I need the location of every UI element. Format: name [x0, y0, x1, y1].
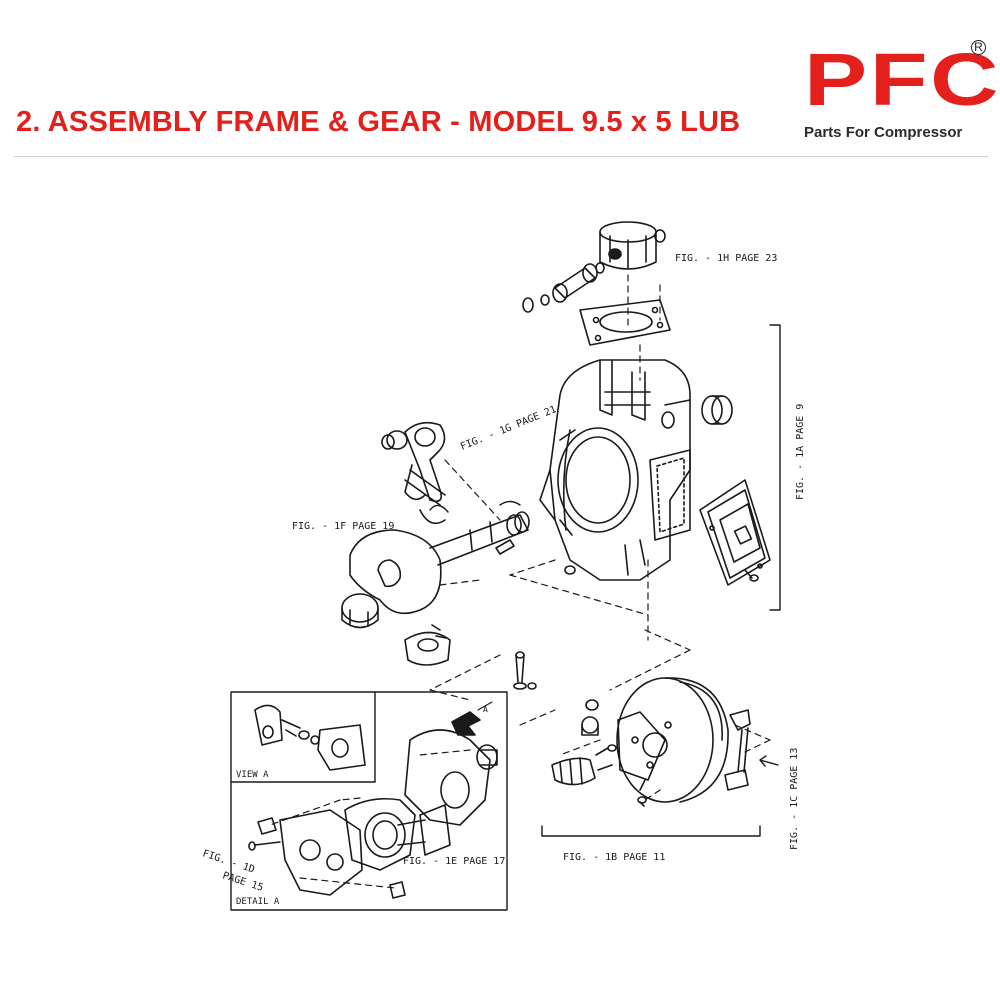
label-fig-1c: FIG. - 1C PAGE 13 [789, 748, 800, 850]
label-detail-a: DETAIL A [236, 897, 280, 907]
main-bearing-right [701, 395, 733, 425]
side-cover-plate [699, 479, 771, 586]
brand-logo: PFC R Parts For Compressor [796, 40, 999, 150]
label-fig-1a: FIG. - 1A PAGE 9 [795, 404, 806, 500]
logo-tagline: Parts For Compressor [804, 124, 963, 141]
page-title: 2. ASSEMBLY FRAME & GEAR - MODEL 9.5 x 5… [16, 106, 741, 138]
label-view-a: VIEW A [236, 770, 269, 780]
logo-wordmark: PFC [804, 38, 1000, 121]
label-fig-1f: FIG. - 1F PAGE 19 [292, 521, 394, 532]
header-divider [14, 156, 988, 157]
label-fig-1e: FIG. - 1E PAGE 17 [403, 856, 505, 867]
label-fig-1h: FIG. - 1H PAGE 23 [675, 253, 777, 264]
idler-shaft [551, 699, 617, 786]
alignment-lines [269, 274, 771, 889]
bracket-fig-1a [769, 324, 781, 611]
label-fig-1d-line2: PAGE 15 [221, 870, 264, 893]
crankshaft [341, 500, 576, 666]
crankcase-frame [539, 359, 691, 581]
view-a-parts [254, 704, 366, 771]
flywheel-cover [616, 677, 729, 807]
oil-pump-body [248, 729, 498, 899]
detail-box [230, 691, 508, 911]
bracket-fig-1b [541, 825, 761, 837]
label-fig-1b: FIG. - 1B PAGE 11 [563, 852, 665, 863]
gear-lever [724, 709, 779, 791]
frame-bolt [513, 651, 537, 690]
connecting-rod [381, 421, 446, 506]
label-arrow-a: A [483, 705, 488, 714]
piston-assembly [522, 221, 671, 346]
label-fig-1g: FIG. - 1G PAGE 21 [459, 404, 558, 453]
direction-arrow-a [451, 701, 493, 736]
registered-mark: R [971, 40, 986, 55]
